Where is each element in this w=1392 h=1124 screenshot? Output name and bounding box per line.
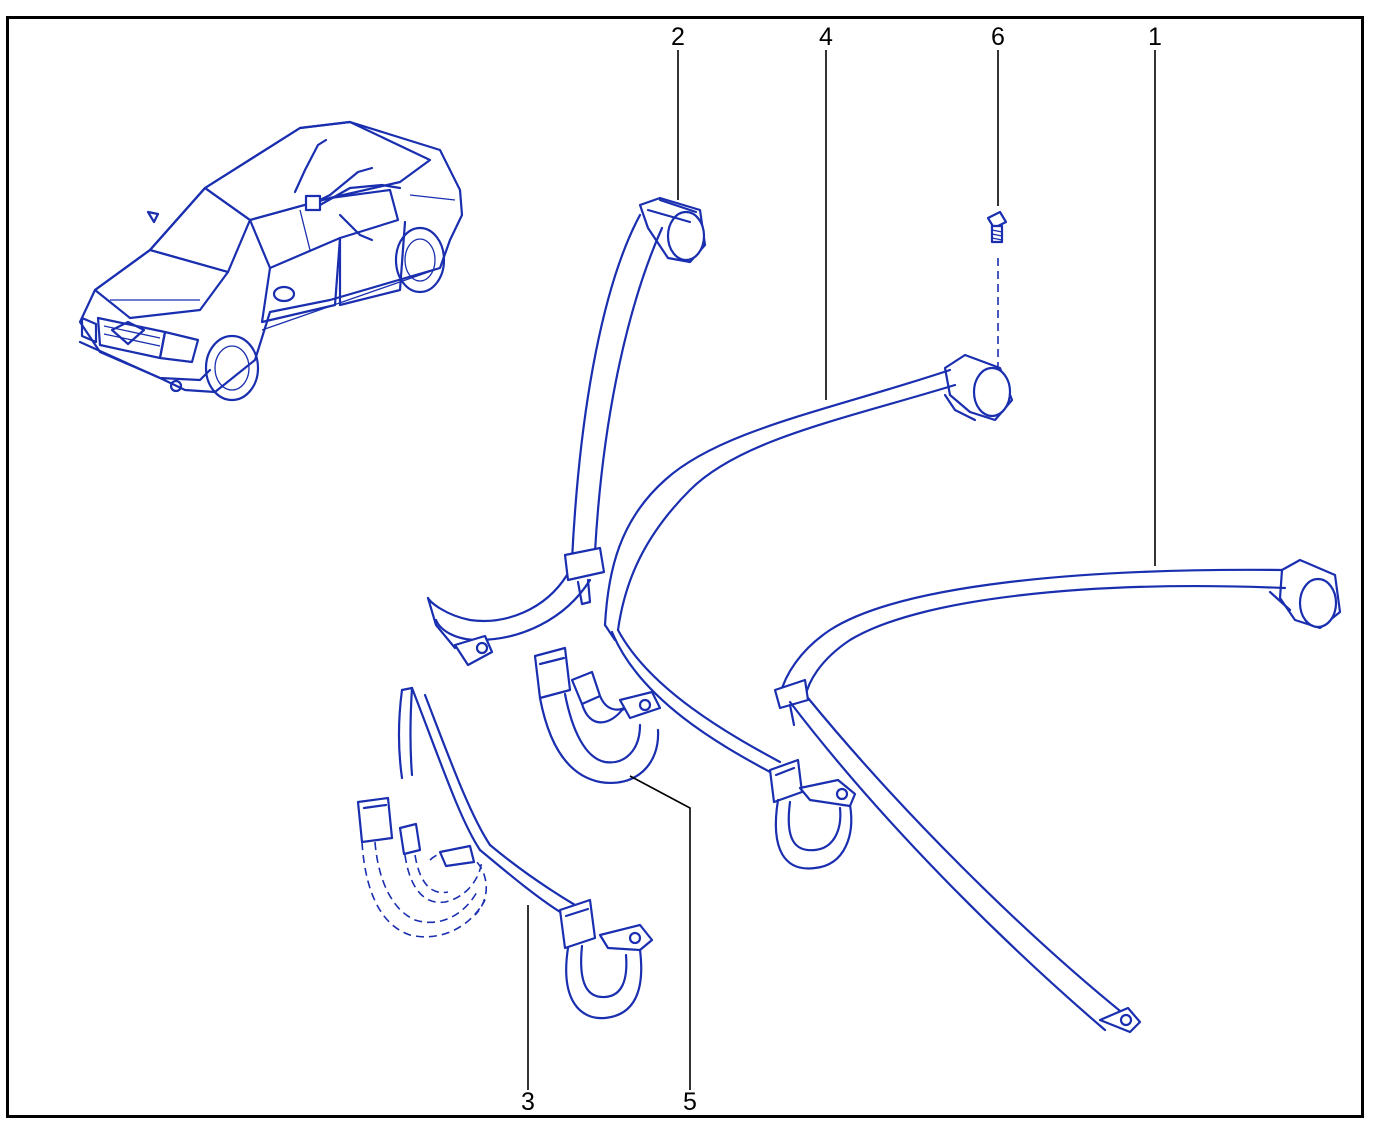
seat-belt-part-1 — [773, 558, 1342, 1034]
car-illustration — [78, 120, 464, 402]
callout-6: 6 — [991, 23, 1005, 51]
seat-belt-part-5 — [533, 646, 662, 785]
callout-3: 3 — [521, 1088, 535, 1116]
callout-leaders — [527, 50, 1156, 1090]
diagram-frame — [6, 16, 1364, 1118]
seat-belt-part-2 — [426, 196, 707, 667]
seat-belt-part-3 — [356, 686, 654, 1020]
seat-belt-part-4 — [603, 353, 1014, 870]
bolt-icon — [986, 210, 1008, 368]
callout-5: 5 — [683, 1088, 697, 1116]
callout-1: 1 — [1148, 23, 1162, 51]
callout-2: 2 — [671, 23, 685, 51]
callout-4: 4 — [819, 23, 833, 51]
